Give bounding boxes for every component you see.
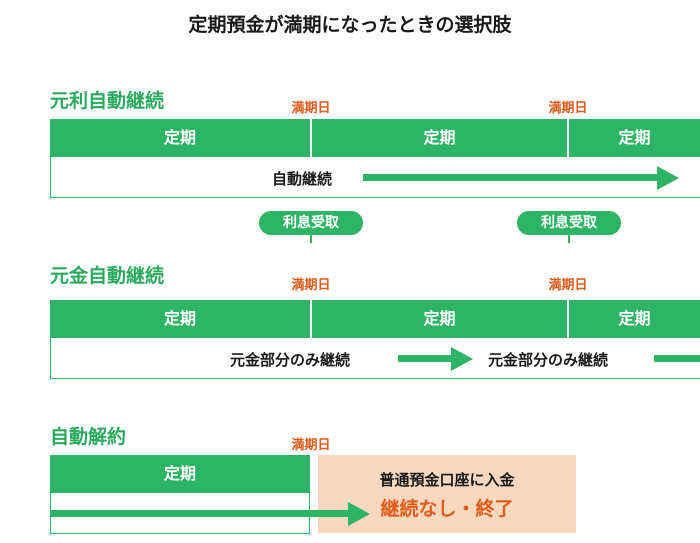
process-text: 自動継続: [272, 170, 333, 188]
arrow-right-icon: [451, 347, 473, 371]
term-block: 定期: [312, 300, 567, 338]
interest-received-badge: 利息受取: [259, 211, 363, 235]
term-block: 定期: [50, 119, 310, 157]
process-text: 元金部分のみ継続: [230, 351, 351, 369]
maturity-date-label: 満期日: [291, 438, 331, 453]
term-block: 定期: [569, 300, 700, 338]
term-block: 定期: [50, 300, 310, 338]
process-box: [50, 338, 700, 379]
arrow-right-icon: [348, 502, 370, 526]
arrow-shaft: [50, 510, 350, 517]
arrow-shaft: [398, 355, 453, 362]
term-block: 定期: [50, 455, 310, 493]
section-title-principal-renewal: 元金自動継続: [50, 265, 165, 287]
arrow-shaft: [363, 174, 659, 181]
badge-connector: [310, 235, 312, 243]
arrow-shaft: [654, 355, 700, 362]
interest-received-badge: 利息受取: [517, 211, 621, 235]
diagram-title: 定期預金が満期になったときの選択肢: [188, 14, 512, 36]
maturity-date-label: 満期日: [548, 101, 588, 116]
term-block: 定期: [569, 119, 700, 157]
payout-line1: 普通預金口座に入金: [379, 471, 515, 489]
process-text: 元金部分のみ継続: [488, 351, 609, 369]
term-block: 定期: [312, 119, 567, 157]
maturity-date-label: 満期日: [291, 278, 331, 293]
maturity-date-label: 満期日: [291, 101, 331, 116]
section-title-auto-cancellation: 自動解約: [50, 426, 127, 448]
arrow-right-icon: [657, 166, 679, 190]
badge-connector: [568, 235, 570, 243]
payout-line2: 継続なし・終了: [380, 498, 514, 520]
maturity-date-label: 満期日: [548, 278, 588, 293]
section-title-principal-interest-renewal: 元利自動継続: [50, 90, 165, 112]
